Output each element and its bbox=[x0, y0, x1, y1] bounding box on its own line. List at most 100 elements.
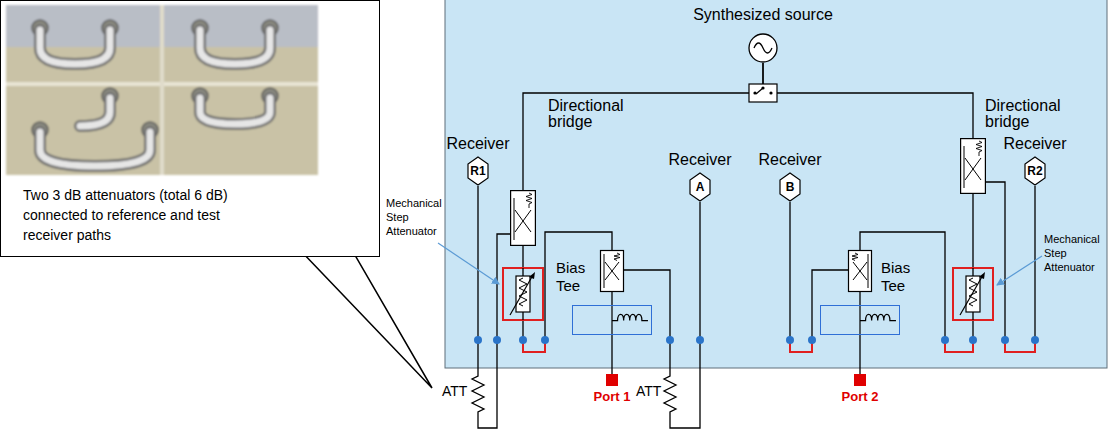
attenuator-body bbox=[516, 276, 530, 312]
photo-cable bbox=[40, 30, 110, 64]
wire bbox=[611, 292, 612, 305]
bias-tee-box: Bias Tee bbox=[572, 305, 652, 335]
callout-box: Two 3 dB attenuators (total 6 dB) connec… bbox=[0, 0, 380, 257]
bridge-symbol bbox=[960, 138, 986, 194]
source-symbol bbox=[748, 33, 778, 63]
jumper-link bbox=[945, 340, 973, 352]
attenuator-label: Mechanical Step Attenuator bbox=[386, 196, 444, 238]
photo bbox=[6, 5, 318, 175]
directional-bridge: Directional bridge bbox=[960, 138, 986, 194]
receiver-label: Receiver bbox=[1003, 135, 1066, 153]
connector-dot bbox=[786, 336, 794, 344]
photo-cable bbox=[80, 98, 110, 126]
bias-tee-symbol bbox=[573, 306, 651, 334]
connector-dot bbox=[474, 336, 482, 344]
connector-dot bbox=[941, 336, 949, 344]
coupler-symbol bbox=[849, 251, 872, 292]
switch-lever bbox=[756, 88, 763, 94]
resistor-symbol bbox=[472, 372, 484, 414]
coupler-body bbox=[849, 251, 872, 292]
bias-tee-box: Bias Tee bbox=[820, 305, 900, 335]
receiver-hexagon bbox=[468, 157, 488, 185]
connector-line bbox=[763, 63, 973, 138]
connector-line bbox=[859, 335, 860, 374]
photo-cable bbox=[40, 132, 150, 166]
termination-resistor bbox=[976, 141, 982, 156]
bridge-mark bbox=[514, 198, 531, 240]
inductor-symbol bbox=[612, 314, 648, 320]
test-port: Port 1 bbox=[606, 374, 618, 386]
receiver-id: R1 bbox=[467, 156, 489, 186]
receiver-label: Receiver bbox=[668, 151, 731, 169]
photo-cable bbox=[40, 30, 110, 64]
termination-resistor bbox=[614, 253, 620, 261]
source-label: Synthesized source bbox=[693, 6, 833, 24]
transfer-switch bbox=[749, 84, 777, 102]
leader-arrow bbox=[997, 256, 1042, 285]
connector-dot bbox=[696, 336, 704, 344]
variable-arrowhead bbox=[979, 272, 985, 279]
bridge-mark bbox=[964, 146, 981, 188]
port-label: Port 2 bbox=[842, 389, 879, 405]
photo-ground bbox=[6, 5, 318, 175]
receiver-label: Receiver bbox=[446, 135, 509, 153]
receiver-hexagon bbox=[780, 173, 800, 201]
leader-arrow bbox=[438, 243, 499, 284]
wire bbox=[1034, 186, 1035, 340]
receiver-hexagon: ReceiverR2 bbox=[1024, 156, 1046, 186]
step-attenuator bbox=[503, 268, 543, 320]
wire bbox=[986, 182, 1005, 340]
photo-cable bbox=[40, 132, 150, 166]
variable-arrow bbox=[510, 275, 533, 315]
connector-dot bbox=[519, 336, 527, 344]
termination-resistor bbox=[852, 253, 858, 261]
directional-bridge: Directional bridge bbox=[510, 190, 536, 246]
resistor-symbol bbox=[664, 372, 676, 414]
test-port: Port 2 bbox=[854, 374, 866, 386]
bias-tee-label: Bias Tee bbox=[556, 259, 596, 295]
source-node: Synthesized source bbox=[748, 33, 778, 63]
wire bbox=[624, 270, 700, 428]
wire bbox=[478, 186, 497, 428]
receiver-hexagon bbox=[690, 173, 710, 201]
bias-tee-label: Bias Tee bbox=[881, 259, 921, 295]
connector-dot bbox=[541, 336, 549, 344]
receiver-hexagon: ReceiverR1 bbox=[467, 156, 489, 186]
photo-cable bbox=[200, 98, 270, 124]
coupler-mark bbox=[604, 254, 619, 288]
receiver-hexagon: ReceiverB bbox=[779, 172, 801, 202]
termination-resistor bbox=[526, 193, 532, 208]
coupler-mark bbox=[853, 254, 868, 288]
photo-cable bbox=[80, 98, 110, 126]
bridge-body bbox=[511, 191, 536, 246]
connector-dot bbox=[808, 336, 816, 344]
sine-wave bbox=[754, 43, 772, 53]
jumper-link bbox=[1005, 340, 1035, 352]
connector-dot bbox=[1001, 336, 1009, 344]
connector-dot bbox=[969, 336, 977, 344]
photo-panel-line bbox=[160, 5, 164, 175]
receiver-id: R2 bbox=[1024, 156, 1046, 186]
inductor-symbol bbox=[860, 314, 896, 320]
wire bbox=[860, 232, 945, 340]
source-circle-outline bbox=[749, 34, 777, 62]
port-label: Port 1 bbox=[594, 389, 631, 405]
callout-text: Two 3 dB attenuators (total 6 dB) connec… bbox=[23, 185, 273, 245]
photo-cable bbox=[200, 30, 270, 64]
connector-dot bbox=[1031, 336, 1039, 344]
connector-dot bbox=[493, 336, 501, 344]
variable-arrow bbox=[960, 275, 983, 315]
connector-line bbox=[611, 335, 612, 374]
photo-cable bbox=[200, 30, 270, 64]
receiver-hexagon: ReceiverA bbox=[689, 172, 711, 202]
bridge-symbol bbox=[510, 190, 536, 246]
wire bbox=[789, 202, 790, 340]
bridge-label: Directional bridge bbox=[548, 98, 643, 130]
attenuator-body bbox=[966, 276, 980, 312]
step-attenuator-frame bbox=[953, 268, 993, 320]
instrument-panel bbox=[445, 0, 1107, 368]
att-label: ATT bbox=[636, 383, 661, 399]
connector-line bbox=[523, 63, 763, 190]
wire bbox=[859, 292, 860, 305]
